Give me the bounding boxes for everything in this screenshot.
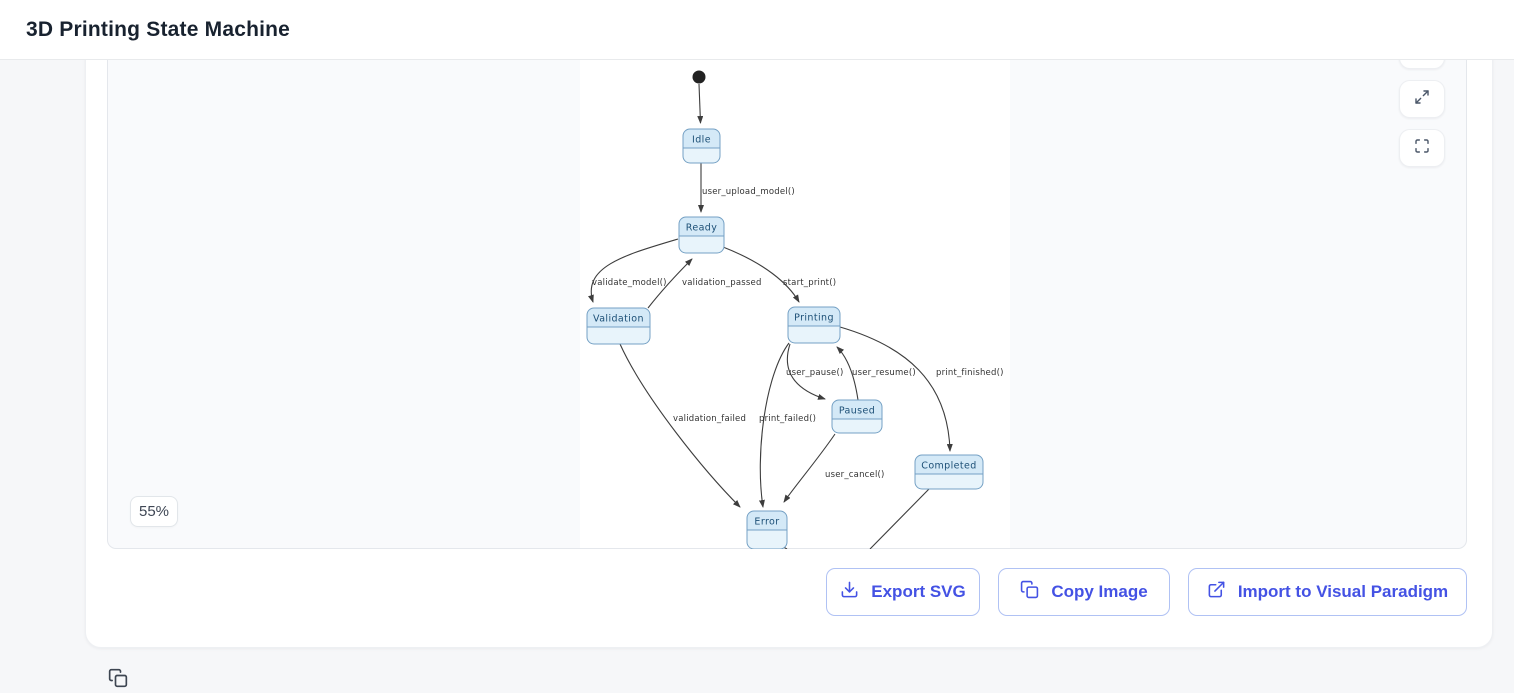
transition-edge (722, 246, 800, 303)
copy-icon-partial-button[interactable] (108, 668, 128, 693)
transition-edge (786, 343, 826, 400)
import-to-visual-paradigm-button[interactable]: Import to Visual Paradigm (1188, 568, 1467, 616)
external-link-icon (1207, 580, 1226, 604)
expand-arrows-icon (1414, 89, 1430, 110)
state-title: Paused (839, 406, 875, 417)
transition-edge (783, 433, 836, 503)
transition-edge (836, 346, 859, 401)
transition-edge (588, 238, 679, 303)
action-buttons-row: Export SVG Copy Image Import to Visual P… (826, 568, 1467, 616)
transition-label: user_upload_model() (702, 187, 795, 197)
transition-edge (697, 83, 704, 124)
transition-label: print_finished() (936, 368, 1004, 378)
state-node: Ready (678, 216, 725, 254)
fullscreen-corners-icon (1414, 138, 1430, 159)
copy-image-label: Copy Image (1051, 582, 1148, 601)
zoom-level-value: 55% (138, 503, 170, 520)
transition-edge (758, 342, 790, 508)
transition-edge (619, 343, 741, 508)
transition-label: validation_passed (682, 278, 762, 288)
zoom-level-badge: 55% (130, 496, 178, 527)
state-title: Completed (921, 461, 976, 472)
state-node: Idle (682, 128, 721, 164)
state-title: Validation (593, 314, 644, 325)
initial-state-dot (692, 70, 706, 84)
export-svg-label: Export SVG (871, 582, 966, 601)
state-node: Validation (586, 307, 651, 345)
transition-label: user_pause() (786, 368, 843, 378)
download-icon (840, 580, 859, 604)
state-title: Error (754, 517, 779, 528)
transition-edge (839, 326, 953, 452)
state-node: Error (746, 510, 788, 549)
page-title: 3D Printing State Machine (26, 18, 291, 41)
transition-label: user_resume() (852, 368, 916, 378)
transition-label: user_cancel() (825, 470, 885, 480)
transition-label: start_print() (783, 278, 836, 288)
copy-icon (1020, 580, 1039, 604)
state-node: Printing (787, 306, 841, 344)
state-title: Printing (794, 313, 834, 324)
import-to-visual-paradigm-label: Import to Visual Paradigm (1237, 582, 1449, 601)
fullscreen-button[interactable] (1399, 129, 1445, 167)
transition-label: validation_failed (673, 414, 746, 424)
state-title: Idle (692, 135, 711, 146)
export-svg-button[interactable]: Export SVG (826, 568, 980, 616)
expand-button[interactable] (1399, 80, 1445, 118)
state-node: Completed (914, 454, 984, 490)
transition-label: validate_model() (592, 278, 667, 288)
state-title: Ready (686, 223, 718, 234)
transition-edge (869, 488, 930, 549)
transition-label: print_failed() (759, 414, 816, 424)
state-node: Paused (831, 399, 883, 434)
copy-image-button[interactable]: Copy Image (998, 568, 1170, 616)
app-header: 3D Printing State Machine (0, 0, 1514, 60)
transition-edge (647, 258, 693, 309)
